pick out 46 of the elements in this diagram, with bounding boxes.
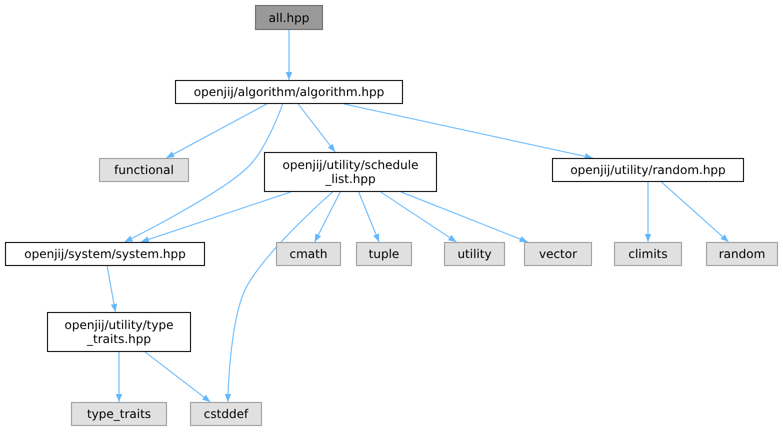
- file-box: [47, 312, 191, 352]
- file-name: tuple: [368, 247, 400, 261]
- header-box: [99, 158, 189, 182]
- arrow: [644, 182, 652, 242]
- file-name: utility: [457, 247, 492, 261]
- header-box: [524, 242, 592, 266]
- arrow: [116, 352, 122, 402]
- file-name: cmath: [290, 247, 328, 261]
- file-name: random: [718, 247, 766, 261]
- file-box: [175, 80, 403, 104]
- arrow: [380, 192, 457, 242]
- file-box: [5, 242, 205, 266]
- file-name: vector: [538, 247, 578, 261]
- file-name: openjij/utility/type _traits.hpp: [64, 318, 174, 346]
- file-box: [264, 152, 437, 192]
- arrow: [140, 192, 292, 242]
- file-name: functional: [114, 163, 174, 177]
- file-name: openjij/utility/random.hpp: [570, 163, 726, 177]
- file-name: cstddef: [204, 407, 248, 421]
- arrow: [106, 266, 118, 312]
- header-box: [276, 242, 341, 266]
- arrow: [314, 192, 341, 242]
- file-name: openjij/system/system.hpp: [24, 247, 186, 261]
- arrow: [144, 352, 211, 402]
- file-box: [552, 158, 744, 182]
- arrow: [660, 182, 730, 242]
- arrow: [124, 104, 284, 242]
- arrow: [286, 30, 292, 80]
- header-box: [706, 242, 778, 266]
- header-box: [190, 402, 262, 426]
- arrow: [358, 192, 380, 242]
- header-box: [356, 242, 412, 266]
- file-name: openjij/utility/schedule _list.hpp: [282, 158, 420, 186]
- header-box: [614, 242, 682, 266]
- arrow: [400, 192, 528, 242]
- file-name: all.hpp: [268, 10, 310, 24]
- arrow: [166, 104, 268, 158]
- arrow: [344, 104, 594, 160]
- header-box: [71, 402, 167, 426]
- arrow: [224, 192, 334, 402]
- header-box: [444, 242, 505, 266]
- file-name: climits: [628, 247, 668, 261]
- arrow: [298, 104, 336, 152]
- file-name: type_traits: [86, 407, 152, 421]
- file-box: [255, 5, 323, 30]
- file-name: openjij/algorithm/algorithm.hpp: [194, 85, 384, 99]
